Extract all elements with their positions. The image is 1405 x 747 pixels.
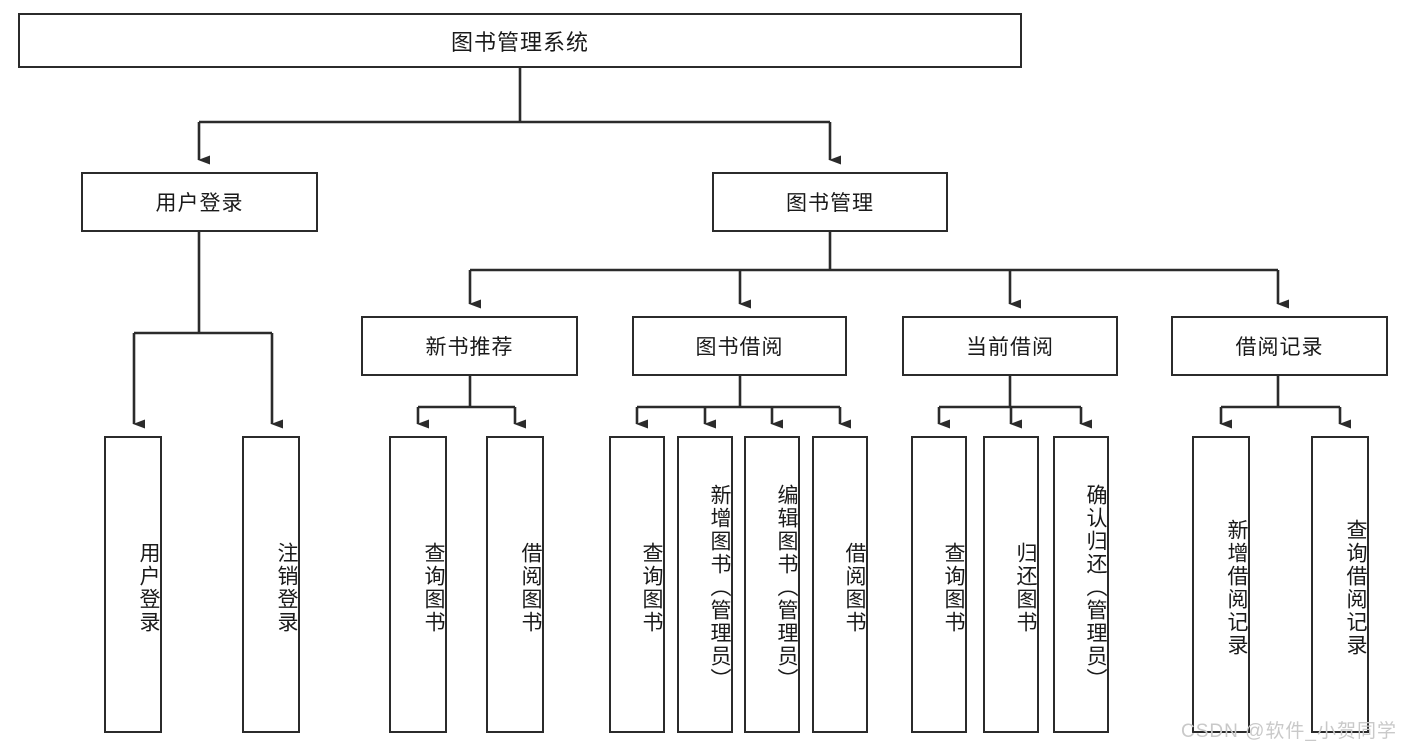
leaf-current-query-book[interactable]: 查询图书 xyxy=(911,436,967,733)
leaf-borrow-add-book-admin[interactable]: 新增图书（管理员） xyxy=(677,436,733,733)
node-borrow-record[interactable]: 借阅记录 xyxy=(1171,316,1388,376)
node-user-login[interactable]: 用户登录 xyxy=(81,172,318,232)
leaf-user-login[interactable]: 用户登录 xyxy=(104,436,162,733)
leaf-record-query-borrow-record[interactable]: 查询借阅记录 xyxy=(1311,436,1369,733)
leaf-record-add-borrow-record[interactable]: 新增借阅记录 xyxy=(1192,436,1250,733)
watermark: CSDN @软件_小贺同学 xyxy=(1181,721,1397,742)
leaf-user-logout[interactable]: 注销登录 xyxy=(242,436,300,733)
node-book-borrow[interactable]: 图书借阅 xyxy=(632,316,847,376)
leaf-rec-query-book[interactable]: 查询图书 xyxy=(389,436,447,733)
leaf-rec-borrow-book[interactable]: 借阅图书 xyxy=(486,436,544,733)
leaf-current-confirm-return-admin[interactable]: 确认归还（管理员） xyxy=(1053,436,1109,733)
node-root-system[interactable]: 图书管理系统 xyxy=(18,13,1022,68)
node-book-manage[interactable]: 图书管理 xyxy=(712,172,948,232)
leaf-current-return-book[interactable]: 归还图书 xyxy=(983,436,1039,733)
leaf-borrow-query-book[interactable]: 查询图书 xyxy=(609,436,665,733)
node-current-borrow[interactable]: 当前借阅 xyxy=(902,316,1118,376)
leaf-borrow-edit-book-admin[interactable]: 编辑图书（管理员） xyxy=(744,436,800,733)
leaf-borrow-lend-book[interactable]: 借阅图书 xyxy=(812,436,868,733)
node-new-book-rec[interactable]: 新书推荐 xyxy=(361,316,578,376)
